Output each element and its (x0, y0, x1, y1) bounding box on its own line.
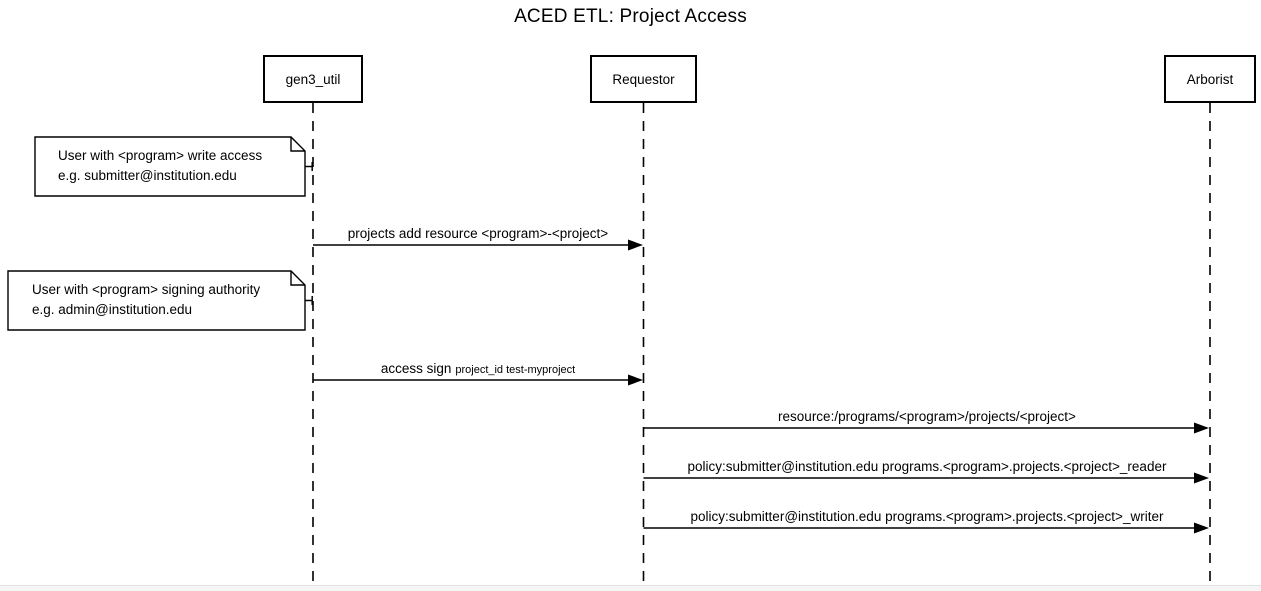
arrow-3-head (1194, 422, 1209, 434)
message-text-3: resource:/programs/<program>/projects/<p… (778, 409, 1076, 424)
message-label-policy-reader: policy:submitter@institution.edu program… (644, 459, 1210, 475)
arrow-4-head (1194, 472, 1209, 484)
note-write-access-line1: User with <program> write access (58, 148, 263, 163)
note-signing-authority: User with <program> signing authority e.… (32, 280, 260, 319)
actor-label-gen3-util: gen3_util (285, 71, 341, 87)
diagram-title: ACED ETL: Project Access (514, 6, 747, 27)
note-signing-authority-outline (7, 270, 306, 331)
actor-box-requestor: Requestor (590, 55, 697, 103)
message-text-4: policy:submitter@institution.edu program… (687, 459, 1167, 474)
actor-label-arborist: Arborist (1186, 71, 1234, 87)
actor-label-requestor: Requestor (612, 71, 675, 87)
bottom-edge-strip (0, 585, 1261, 591)
arrow-1-head (628, 239, 643, 251)
note-write-access-outline (34, 136, 306, 197)
note-write-access-line2: e.g. submitter@institution.edu (58, 167, 237, 183)
arrow-2-head (628, 374, 643, 386)
message-label-resource-path: resource:/programs/<program>/projects/<p… (644, 409, 1210, 425)
lifelines (312, 103, 1211, 583)
arrow-5-head (1194, 522, 1209, 534)
note-signing-authority-line1: User with <program> signing authority (32, 282, 261, 297)
message-text-5: policy:submitter@institution.edu program… (690, 509, 1164, 524)
message-text-2-small: project_id test-myproject (455, 364, 576, 376)
actor-box-arborist: Arborist (1164, 55, 1256, 103)
message-text-1: projects add resource <program>-<project… (347, 226, 609, 241)
actor-box-gen3-util: gen3_util (263, 55, 363, 103)
message-label-projects-add-resource: projects add resource <program>-<project… (313, 226, 643, 242)
note-write-access: User with <program> write access e.g. su… (58, 146, 262, 185)
message-text-2: access sign (380, 361, 452, 376)
note-signing-authority-fold (290, 271, 305, 286)
message-arrows (313, 239, 1209, 534)
note-connectors (305, 162, 313, 305)
note-signing-authority-line2: e.g. admin@institution.edu (32, 301, 193, 317)
message-label-policy-writer: policy:submitter@institution.edu program… (644, 509, 1210, 525)
note-shapes (7, 136, 306, 331)
note-write-access-fold (290, 137, 305, 152)
